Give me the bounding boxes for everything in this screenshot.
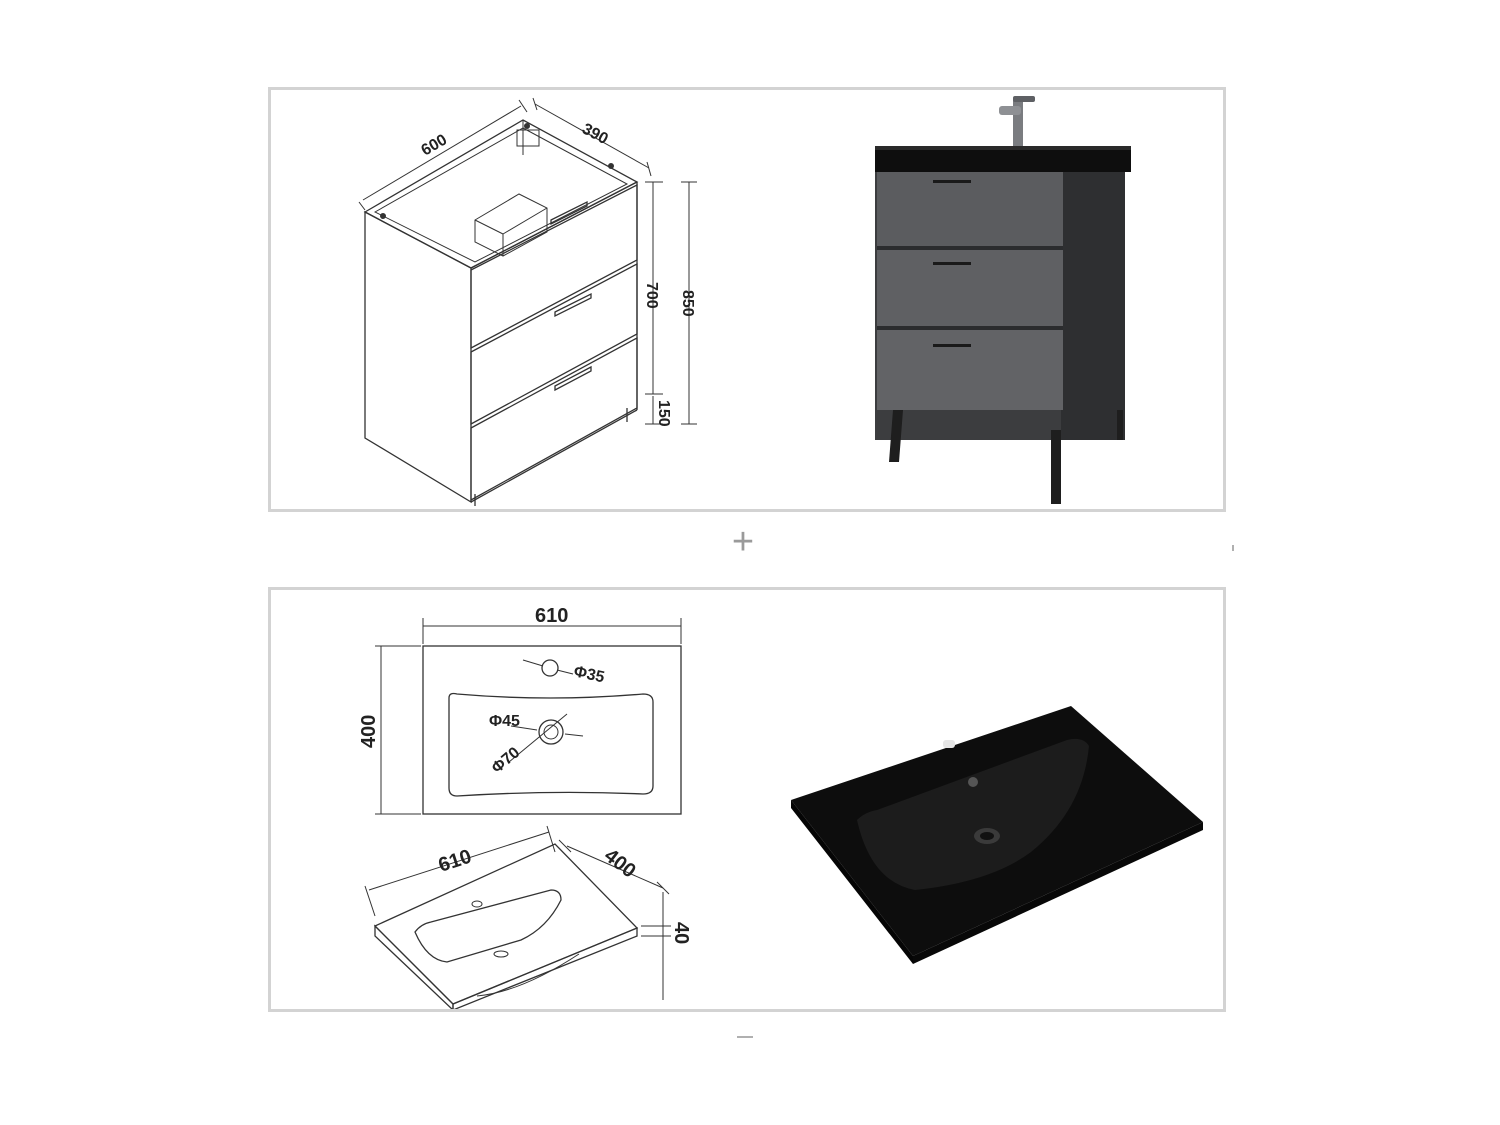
dim-tap-hole: Φ35 [572,663,606,686]
basin-panel: 610 400 Φ35 Φ45 Φ70 610 [268,587,1226,1012]
cabinet-diagram-svg: 600 390 700 150 850 [358,96,1131,506]
basin-product-render [791,706,1203,964]
dim-bowl-outlet: Φ70 [489,744,524,777]
cabinet-panel: 600 390 700 150 850 [268,87,1226,512]
cabinet-product-render [875,96,1131,504]
dim-drain: Φ45 [489,713,520,730]
dim-width-600: 600 [419,131,451,159]
basin-iso-drawing: 610 400 40 [364,825,692,1012]
cabinet-line-drawing: 600 390 700 150 850 [358,97,697,506]
dim-leg-height-150: 150 [655,400,672,427]
dim-iso-thickness-40: 40 [670,922,692,944]
dim-plan-depth-400: 400 [358,715,380,748]
dim-total-height-850: 850 [679,290,696,317]
basin-diagram-svg: 610 400 Φ35 Φ45 Φ70 610 [358,605,1203,1012]
dim-plan-width-610: 610 [535,605,568,627]
plus-separator: + [731,521,755,563]
dim-iso-width-610: 610 [436,846,475,877]
minus-mark [737,1036,753,1038]
dim-iso-depth-400: 400 [600,845,640,883]
edge-mark [1232,545,1234,551]
dim-body-height-700: 700 [643,282,660,309]
basin-plan-drawing: 610 400 Φ35 Φ45 Φ70 [358,605,682,815]
